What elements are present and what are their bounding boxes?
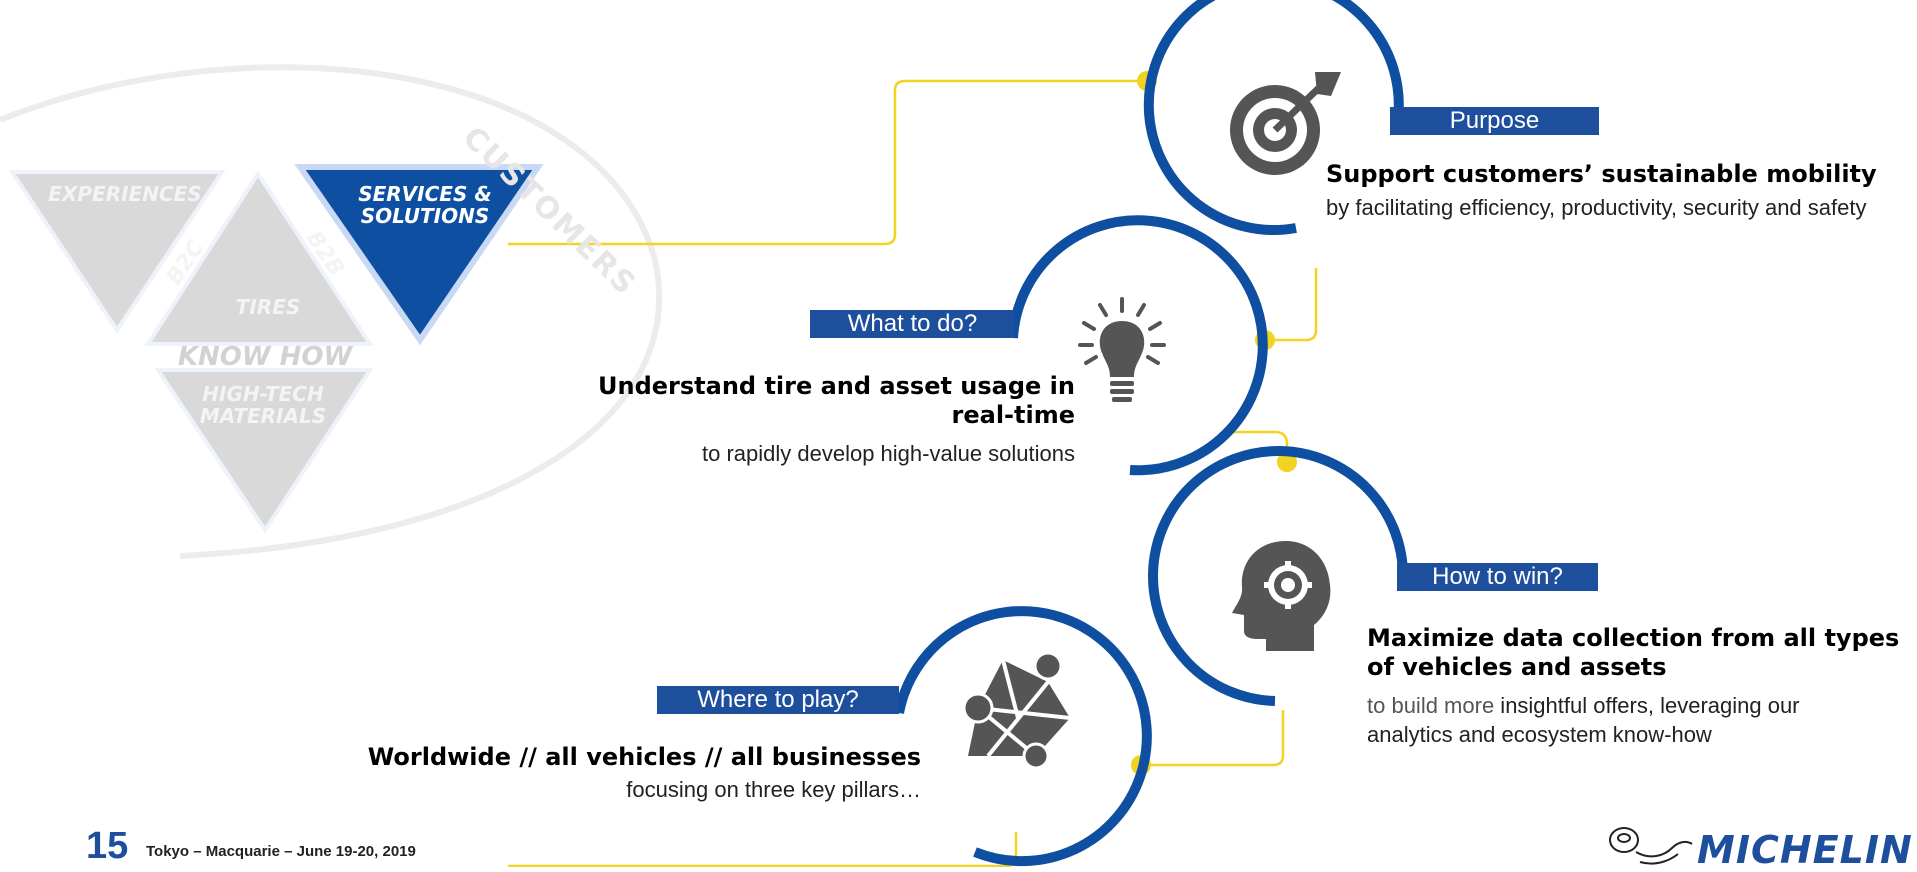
how-to-win-headline: Maximize data collection from all types … bbox=[1367, 624, 1900, 681]
target-icon bbox=[1223, 70, 1343, 180]
what-to-do-body: to rapidly develop high-value solutions bbox=[701, 441, 1075, 466]
services-triangle bbox=[294, 164, 544, 346]
tag-what-to-do: What to do? bbox=[810, 310, 1015, 338]
tag-purpose: Purpose bbox=[1390, 107, 1599, 135]
materials-label: HIGH-TECH MATERIALS bbox=[199, 382, 327, 428]
what-to-do-headline: Understand tire and asset usage in real-… bbox=[598, 372, 1075, 429]
head-gear-icon bbox=[1228, 535, 1338, 655]
step-arcs bbox=[894, 0, 1409, 867]
michelin-man-icon bbox=[1606, 822, 1694, 867]
know-how-label: KNOW HOW bbox=[177, 342, 353, 372]
michelin-logo: MICHELIN bbox=[1697, 828, 1913, 872]
where-to-play-headline: Worldwide // all vehicles // all busines… bbox=[367, 743, 921, 771]
where-to-play-body: focusing on three key pillars… bbox=[626, 777, 921, 802]
tag-how-to-win: How to win? bbox=[1397, 563, 1598, 591]
how-to-win-body: to build more insightful offers, leverag… bbox=[1367, 691, 1867, 749]
how-to-win-body-rest: insightful offers, leveraging our analyt… bbox=[1367, 693, 1800, 747]
purpose-body: by facilitating efficiency, productivity… bbox=[1326, 195, 1867, 220]
footer-text: Tokyo – Macquarie – June 19-20, 2019 bbox=[146, 843, 416, 860]
customers-arc bbox=[0, 64, 663, 559]
tires-label: TIRES bbox=[235, 295, 301, 319]
tag-where-to-play: Where to play? bbox=[657, 686, 899, 714]
how-to-win-body-lead: to build more bbox=[1367, 693, 1495, 718]
materials-triangle bbox=[154, 368, 374, 534]
tires-triangle bbox=[144, 170, 374, 346]
purpose-headline: Support customers’ sustainable mobility bbox=[1326, 160, 1877, 188]
experiences-label: EXPERIENCES bbox=[48, 182, 202, 206]
page-number: 15 bbox=[86, 825, 129, 867]
services-label: SERVICES & SOLUTIONS bbox=[358, 182, 492, 228]
lightbulb-icon bbox=[1072, 293, 1172, 413]
network-icon bbox=[948, 648, 1078, 770]
experiences-triangle bbox=[8, 170, 226, 334]
